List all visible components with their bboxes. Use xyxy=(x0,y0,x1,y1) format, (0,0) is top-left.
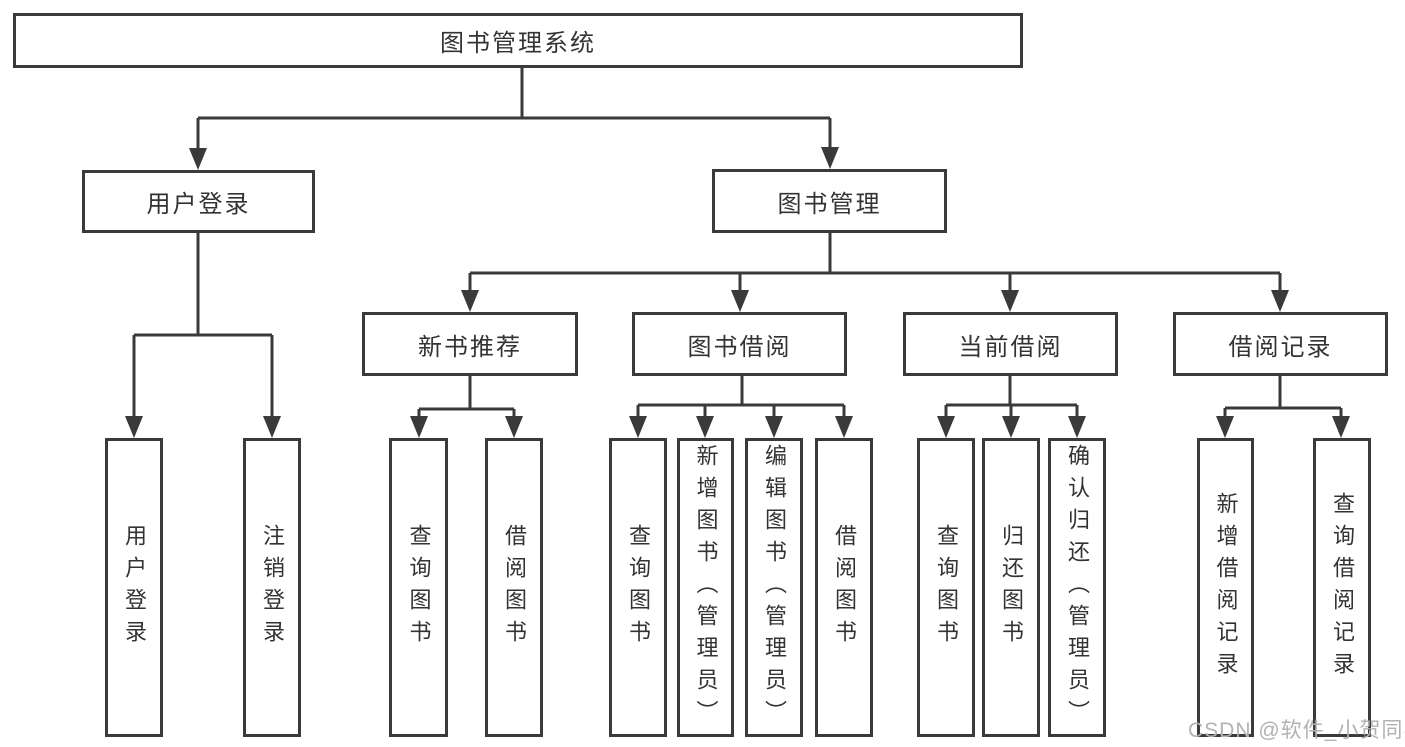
leaf-logout: 注销登录 xyxy=(243,438,301,737)
leaf-query-borrow-record-label: 查询借阅记录 xyxy=(1330,491,1355,684)
node-book-borrow-label: 图书借阅 xyxy=(687,333,792,361)
leaf-confirm-return-admin-label: 确认归还（管理员） xyxy=(1065,443,1090,732)
leaf-query-books-current-label: 查询图书 xyxy=(934,523,959,652)
node-user-login: 用户登录 xyxy=(82,170,315,233)
csdn-watermark: CSDN @软件_小贺同学 xyxy=(1188,719,1405,742)
leaf-user-login: 用户登录 xyxy=(105,438,163,737)
leaf-query-books-borrow-label: 查询图书 xyxy=(626,523,651,652)
node-borrow-records-label: 借阅记录 xyxy=(1228,333,1333,361)
leaf-user-login-label: 用户登录 xyxy=(122,523,147,652)
node-root-label: 图书管理系统 xyxy=(440,30,596,57)
leaf-borrow-books-recommend-label: 借阅图书 xyxy=(502,523,527,652)
leaf-borrow-books-recommend: 借阅图书 xyxy=(485,438,543,737)
leaf-query-books-recommend: 查询图书 xyxy=(389,438,448,737)
leaf-logout-label: 注销登录 xyxy=(260,523,285,652)
leaf-add-books-admin: 新增图书（管理员） xyxy=(677,438,734,737)
node-user-login-label: 用户登录 xyxy=(146,191,251,218)
node-book-management-label: 图书管理 xyxy=(777,190,882,218)
leaf-confirm-return-admin: 确认归还（管理员） xyxy=(1048,438,1106,737)
node-book-management: 图书管理 xyxy=(712,169,947,233)
leaf-return-books-label: 归还图书 xyxy=(999,523,1024,652)
leaf-query-borrow-record: 查询借阅记录 xyxy=(1313,438,1371,737)
leaf-edit-books-admin: 编辑图书（管理员） xyxy=(745,438,803,737)
leaf-query-books-current: 查询图书 xyxy=(917,438,975,737)
node-new-book-recommend: 新书推荐 xyxy=(362,312,578,376)
leaf-query-books-borrow: 查询图书 xyxy=(609,438,667,737)
leaf-borrow-books-label: 借阅图书 xyxy=(832,523,857,652)
node-new-book-recommend-label: 新书推荐 xyxy=(418,333,522,361)
node-current-borrow: 当前借阅 xyxy=(903,312,1118,376)
node-book-borrow: 图书借阅 xyxy=(632,312,847,376)
leaf-query-books-recommend-label: 查询图书 xyxy=(406,523,432,652)
node-root-system: 图书管理系统 xyxy=(13,13,1023,68)
leaf-edit-books-admin-label: 编辑图书（管理员） xyxy=(762,443,787,732)
leaf-add-borrow-record: 新增借阅记录 xyxy=(1197,438,1254,737)
leaf-return-books: 归还图书 xyxy=(982,438,1040,737)
node-current-borrow-label: 当前借阅 xyxy=(958,333,1063,361)
leaf-add-books-admin-label: 新增图书（管理员） xyxy=(693,443,719,732)
leaf-add-borrow-record-label: 新增借阅记录 xyxy=(1213,491,1239,684)
node-borrow-records: 借阅记录 xyxy=(1173,312,1388,376)
leaf-borrow-books: 借阅图书 xyxy=(815,438,873,737)
